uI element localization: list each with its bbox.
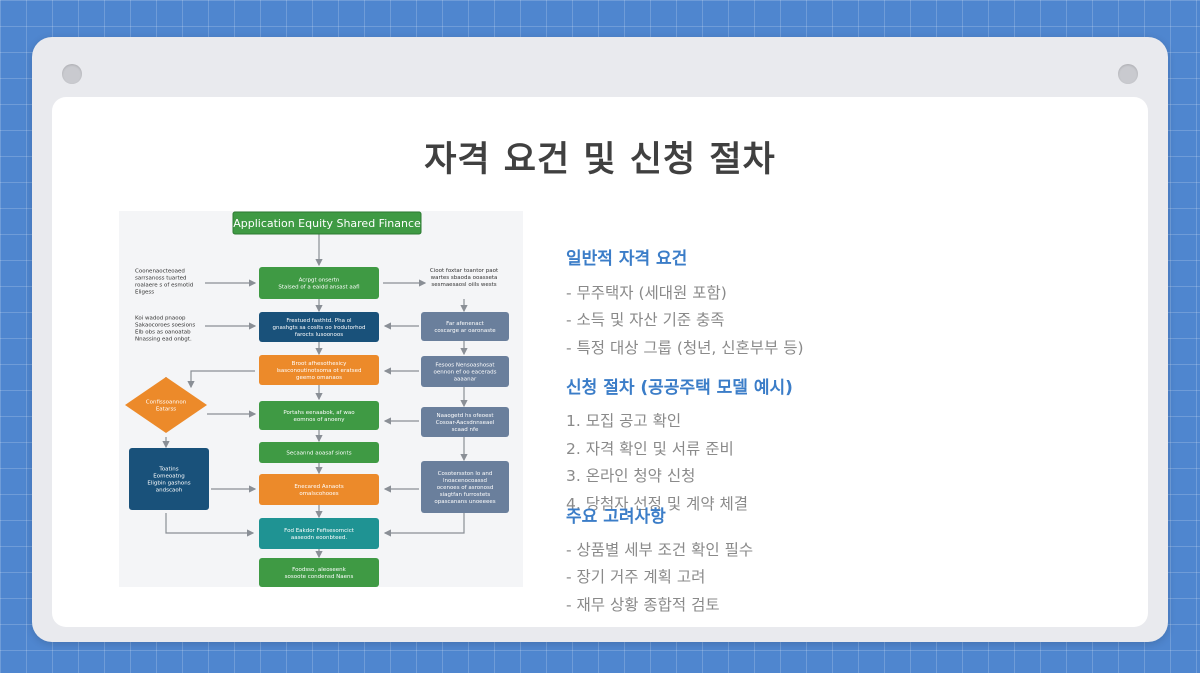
flowchart-node-box [259, 518, 379, 549]
flowchart-node-label: Fesoos Nensoashosat [435, 362, 495, 368]
flowchart-node-label: Toatins [158, 466, 178, 472]
flowchart-node-label: Eligbin gashons [147, 480, 190, 486]
flowchart-node-label: eomnos of anoeny [294, 417, 346, 423]
flowchart-node-label: Secaannd aoasaf sionts [286, 450, 351, 456]
flowchart-node-label: Naaogetd hs ofeoest [436, 413, 494, 419]
flowchart-node-box [259, 312, 379, 342]
flowchart-node-label: Coonenaocteoaed [135, 268, 185, 274]
slide-card: 자격 요건 및 신청 절차 [52, 97, 1148, 627]
flowchart-node-label: scaad nfe [452, 427, 479, 433]
flowchart-node-label: Frestued fasthtd. Pha ol [286, 318, 352, 324]
flowchart-node-label: Acrpgt onsertn [299, 277, 340, 283]
flowchart-node-label: Eligess [135, 289, 154, 295]
flowchart-node-label: sosoote condensd Naens [285, 574, 354, 580]
flowchart-node-label: Koi wadod pnaoop [135, 315, 186, 321]
flowchart-title-box [232, 211, 422, 235]
flowchart-decision-diamond [125, 377, 207, 433]
section-heading-key-considerations: 주요 고려사항 [566, 507, 666, 527]
flowchart-node-label: opascanans unoeeees [434, 499, 495, 505]
flowchart-node-label: Eatarss [156, 406, 176, 412]
flowchart-node-label: aaaanar [454, 376, 477, 382]
requirement-item: - 소득 및 자산 기준 충족 [566, 311, 725, 329]
flowchart-node-label: aaseodn eoonbteed. [291, 535, 348, 541]
flowchart-node-box [421, 461, 509, 513]
flowchart-node-label: gnashgts sa coslts oo lrodutorhod [272, 325, 365, 331]
flowchart-node-label: Eomeoatng [153, 473, 184, 479]
flowchart-node-label: Cioot foxtar toantor paot [430, 268, 499, 274]
flowchart-node-label: Stalsed of a eaidd ansast aafl [278, 284, 359, 290]
consideration-item: - 장기 거주 계획 고려 [566, 568, 706, 586]
flowchart-node-label: geemo omanaos [296, 375, 342, 381]
flowchart-node-label: Cosotersston lo and [438, 471, 493, 477]
flowchart-node-label: Sakaocoroes soesions [135, 322, 195, 328]
flowchart-node-box [421, 356, 509, 387]
frame-pin-right [1118, 64, 1138, 84]
flowchart-node-label: coscarge ar oaronaste [434, 328, 496, 334]
flowchart-node-label: Enecared Asnaots [294, 484, 344, 490]
flowchart-node-box [259, 401, 379, 430]
flowchart-image: Application Equity Shared Finance Acrpgt… [119, 211, 523, 587]
flowchart-node-label: Confissoannon [146, 399, 187, 405]
frame-pin-left [62, 64, 82, 84]
slide-title: 자격 요건 및 신청 절차 [424, 140, 776, 180]
procedure-step: 4. 당첨자 선정 및 계약 체결 [566, 495, 749, 513]
flowchart-title: Application Equity Shared Finance [233, 217, 421, 230]
flowchart-node-label: wartes sbaoda ooasseta [431, 275, 498, 281]
consideration-item: - 상품별 세부 조건 확인 필수 [566, 541, 754, 559]
flowchart-node-box [129, 448, 209, 510]
flowchart-node-box [421, 407, 509, 437]
flowchart-node-box [259, 558, 379, 587]
flowchart-node-label: roalaere s of esmotid [135, 282, 193, 288]
flowchart-node-box [259, 474, 379, 505]
flowchart-node-label: Elb obs as oanoatab [135, 329, 191, 335]
flowchart-node-box [259, 355, 379, 385]
flowchart-node-label: andscaoh [156, 487, 183, 493]
flowchart-node-label: Fod Eakdor Fefisesomcict [284, 528, 355, 534]
section-heading-general-requirements: 일반적 자격 요건 [566, 249, 688, 269]
flowchart-connectors [162, 234, 468, 559]
requirement-item: - 무주택자 (세대원 포함) [566, 284, 727, 302]
requirement-item: - 특정 대상 그룹 (청년, 신혼부부 등) [566, 339, 804, 357]
flowchart-node-label: Nnassing ead onbgt. [135, 336, 192, 342]
flowchart-node-label: Foodsso, aleoseenk [292, 567, 347, 573]
flowchart-node-label: sarrsanoss tuarted [135, 275, 187, 281]
section-heading-application-procedure: 신청 절차 (공공주택 모델 예시) [566, 378, 793, 398]
flowchart-node-label: lnoacenocoassd [443, 478, 487, 484]
flowchart-node-label: Far afenenact [446, 321, 484, 327]
procedure-step: 2. 자격 확인 및 서류 준비 [566, 440, 734, 458]
flowchart-node-label: Portahs eenaabok, af wao [283, 410, 355, 416]
flowchart-node-label: oennon ef oo eacerads [433, 369, 496, 375]
flowchart-node-label: sesmaesaosl oiils wests [431, 282, 496, 288]
procedure-step: 3. 온라인 청약 신청 [566, 467, 696, 485]
flowchart-node-label: lsasconoutinotsoma ot eratsed [277, 368, 362, 374]
flowchart-node-label: farocts lusoonoos [295, 332, 343, 338]
flowchart-node-label: Broot afhesothesicy [292, 361, 347, 367]
flowchart-node-label: ocenoes of asronosd [437, 485, 494, 491]
flowchart-node-box [259, 442, 379, 463]
procedure-step: 1. 모집 공고 확인 [566, 412, 682, 430]
flowchart-node-label: omalscohooes [299, 491, 338, 497]
flowchart-node-box [421, 312, 509, 341]
flowchart-node-label: siagtfan furrostets [440, 492, 491, 498]
flowchart-node-box [259, 267, 379, 299]
consideration-item: - 재무 상황 종합적 검토 [566, 596, 720, 614]
flowchart-node-label: Cosoar-Aacsdnnseael [436, 420, 495, 426]
